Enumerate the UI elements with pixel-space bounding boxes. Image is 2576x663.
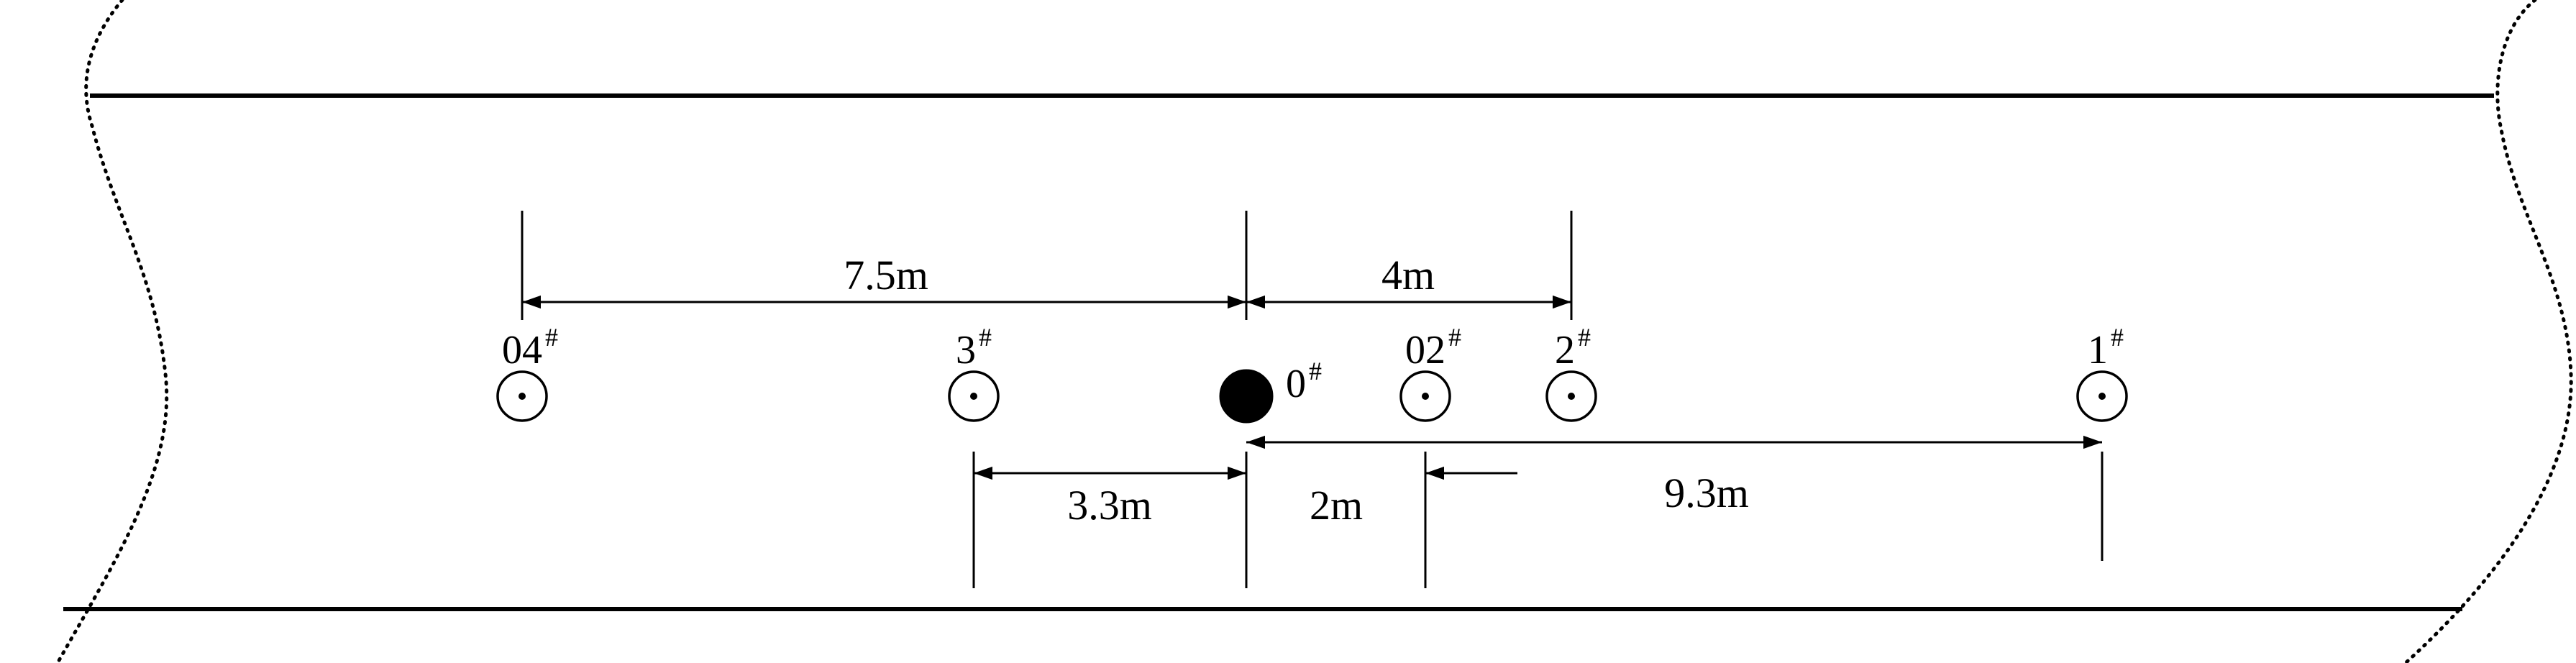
hole-0: 0 # <box>1219 357 1322 424</box>
hole-label-sup: # <box>545 323 558 352</box>
hole-label: 0 <box>1286 362 1306 406</box>
hole-label-sup: # <box>1448 323 1461 352</box>
hole-3: 3 # <box>948 323 1000 422</box>
charge-hole-icon <box>1219 369 1274 424</box>
dim-label-0-02: 2m <box>1310 482 1363 529</box>
hole-02: 02 # <box>1399 323 1461 422</box>
hole-label-sup: # <box>979 323 992 352</box>
hole-label-sup: # <box>1578 323 1591 352</box>
dim-label-0-1: 9.3m <box>1664 470 1749 516</box>
right-break-line <box>2403 0 2573 663</box>
hole-center-dot <box>2098 393 2106 400</box>
hole-04: 04 # <box>496 323 558 422</box>
dim-label-3-0: 3.3m <box>1067 482 1152 529</box>
left-break-line <box>55 0 169 663</box>
dim-label-0-2: 4m <box>1381 252 1435 298</box>
hole-label: 3 <box>956 328 976 372</box>
hole-label: 02 <box>1405 328 1445 372</box>
hole-label: 2 <box>1555 328 1575 372</box>
hole-1: 1 # <box>2076 323 2128 422</box>
hole-center-dot <box>519 393 526 400</box>
dim-label-04-0: 7.5m <box>844 252 928 298</box>
hole-center-dot <box>1568 393 1575 400</box>
hole-center-dot <box>970 393 977 400</box>
hole-label-sup: # <box>2111 323 2124 352</box>
hole-label: 1 <box>2088 328 2108 372</box>
hole-2: 2 # <box>1545 323 1597 422</box>
hole-center-dot <box>1422 393 1429 400</box>
hole-label-sup: # <box>1309 357 1322 385</box>
hole-label: 04 <box>502 328 542 372</box>
